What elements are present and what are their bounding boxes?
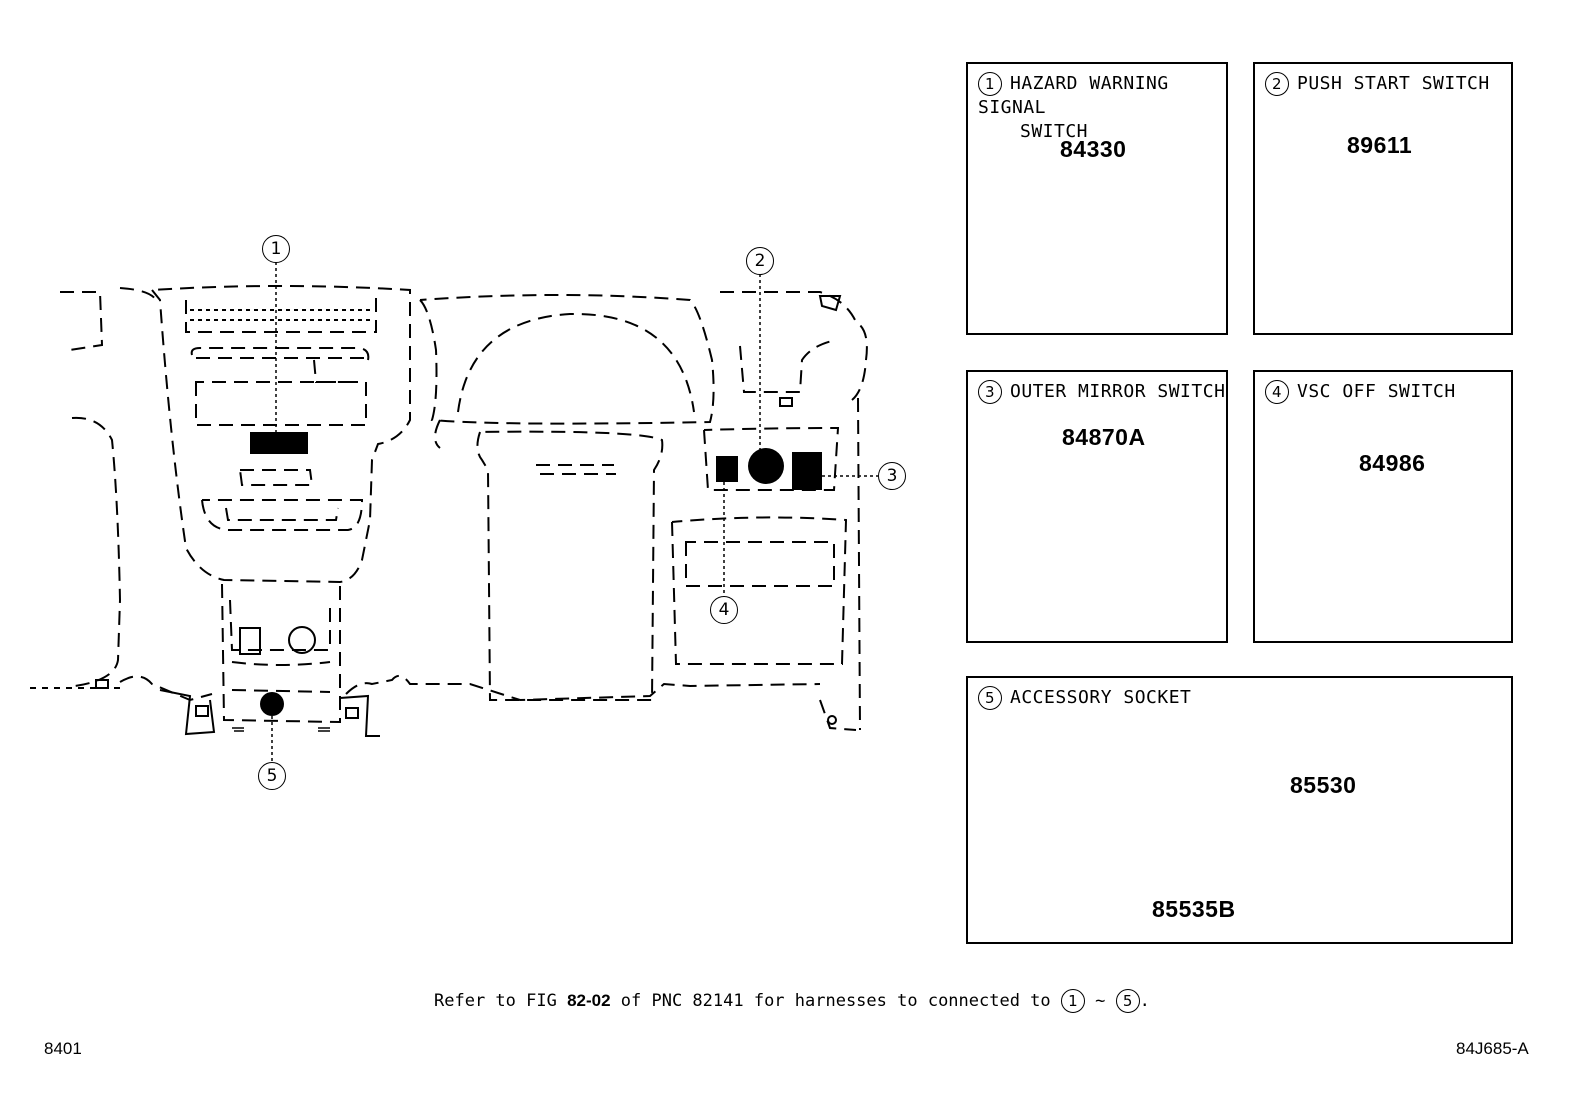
callout-3[interactable]: 3 (878, 462, 906, 490)
ref-to-number: 5 (1115, 989, 1140, 1013)
callout-2[interactable]: 2 (746, 247, 774, 275)
footer-illustration-code: 84J685-A (1456, 1039, 1529, 1058)
panel-number: 4 (1265, 380, 1289, 404)
panel-number: 3 (978, 380, 1002, 404)
part-number[interactable]: 89611 (1347, 132, 1413, 158)
callout-1[interactable]: 1 (262, 235, 290, 263)
push-start-switch-location (748, 448, 784, 484)
panel-number: 1 (978, 72, 1002, 96)
harness-reference-note: Refer to FIG 82-02 of PNC 82141 for harn… (434, 989, 1150, 1013)
footer-page-code: 8401 (44, 1039, 82, 1058)
part-number[interactable]: 84870A (1062, 424, 1146, 450)
vsc-off-switch-location (716, 456, 738, 482)
fig-reference[interactable]: 82-02 (567, 991, 611, 1010)
accessory-socket-location (260, 692, 284, 716)
part-number[interactable]: 84986 (1359, 450, 1426, 476)
part-number[interactable]: 84330 (1060, 136, 1127, 162)
ref-from-number: 1 (1060, 989, 1085, 1013)
outer-mirror-switch-location (792, 452, 822, 490)
panel-number: 2 (1265, 72, 1289, 96)
hazard-switch-location (250, 432, 308, 454)
callout-5[interactable]: 5 (258, 762, 286, 790)
callout-4[interactable]: 4 (710, 596, 738, 624)
part-number[interactable]: 85530 (1290, 772, 1357, 798)
part-number-2[interactable]: 85535B (1152, 896, 1236, 922)
panel-number: 5 (978, 686, 1002, 710)
